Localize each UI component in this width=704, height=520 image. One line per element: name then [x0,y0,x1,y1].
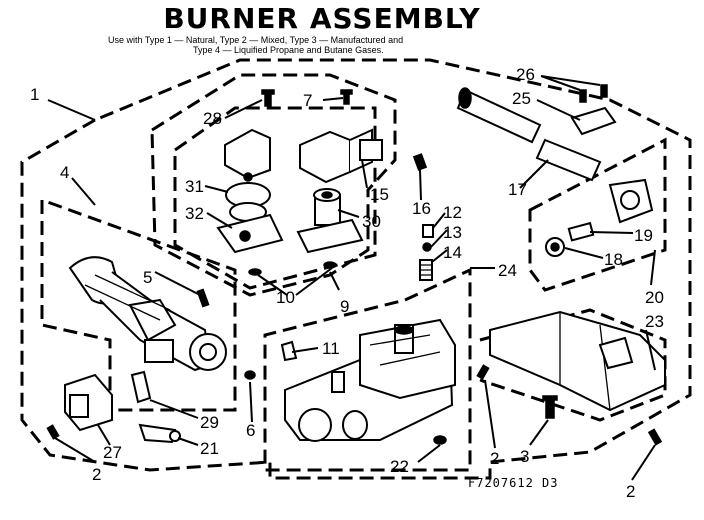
callout-25: 25 [512,89,531,108]
bracket-29 [130,370,152,404]
spring-14 [419,259,433,281]
callout-2-mid: 2 [490,449,499,468]
callout-6: 6 [246,421,255,440]
nut-10-left [248,268,262,276]
outer-assembly-boundary [20,58,692,480]
callout-7: 7 [303,91,312,110]
callout-labels: 1 4 5 28 7 31 32 30 15 16 12 13 14 10 9 … [30,65,664,501]
callout-5: 5 [143,268,152,287]
callout-12: 12 [443,203,462,222]
callout-30: 30 [362,212,381,231]
valve-fitting-19 [567,178,654,242]
callout-19: 19 [634,226,653,245]
callout-15: 15 [370,185,389,204]
nut-10-right [323,261,337,269]
subtitle-line-2: Type 4 — Liquified Propane and Butane Ga… [193,45,384,55]
callout-24: 24 [498,261,517,280]
callout-28: 28 [203,109,222,128]
callout-1: 1 [30,85,39,104]
callout-26: 26 [516,65,535,84]
callout-3: 3 [520,447,529,466]
pilot-bracket-right [296,128,383,254]
leader-lines [47,75,656,481]
control-valve-boundary [263,267,472,472]
coupling-21 [138,423,181,444]
plug-22 [433,435,447,445]
callout-23: 23 [645,312,664,331]
part-13 [422,242,432,252]
screw-3 [542,395,558,419]
callout-21: 21 [200,439,219,458]
part-12 [422,224,434,238]
screw-2-right [647,428,663,446]
callout-13: 13 [443,223,462,242]
nut-6 [244,370,256,380]
pilot-inner-boundary [173,106,377,290]
pilot-bracket-left [216,128,284,254]
valve-group-boundary [528,137,667,292]
subtitle-line-1: Use with Type 1 — Natural, Type 2 — Mixe… [108,35,404,45]
pilot-group-boundary [150,73,397,297]
clip-27 [64,373,113,432]
callout-10: 10 [276,288,295,307]
callout-20: 20 [645,288,664,307]
screw-5 [196,288,210,308]
screw-7 [340,89,353,105]
callout-27: 27 [103,443,122,462]
diagram-title: BURNER ASSEMBLY [163,2,481,35]
knob-11 [280,340,298,362]
callout-9: 9 [340,297,349,316]
callout-18: 18 [604,250,623,269]
burner-tube [68,256,227,372]
callout-11: 11 [322,339,340,358]
callout-17: 17 [508,180,527,199]
pipe-25 [456,87,542,144]
callout-14: 14 [443,243,462,262]
callout-31: 31 [185,177,204,196]
fitting-18 [545,237,565,257]
burner-bracket-23 [489,310,666,412]
screw-2-left [46,424,60,440]
screw-16 [412,153,428,171]
callout-2-right: 2 [626,482,635,501]
screw-28 [261,89,275,107]
callout-4: 4 [60,163,69,182]
callout-32: 32 [185,204,204,223]
gas-control-valve [284,318,456,442]
callout-2-left: 2 [92,465,101,484]
screw-2-mid [476,364,490,380]
tube-17 [535,138,602,182]
callout-29: 29 [200,413,219,432]
callout-22: 22 [390,457,409,476]
callout-16: 16 [412,199,431,218]
bracket-26 [570,84,617,136]
